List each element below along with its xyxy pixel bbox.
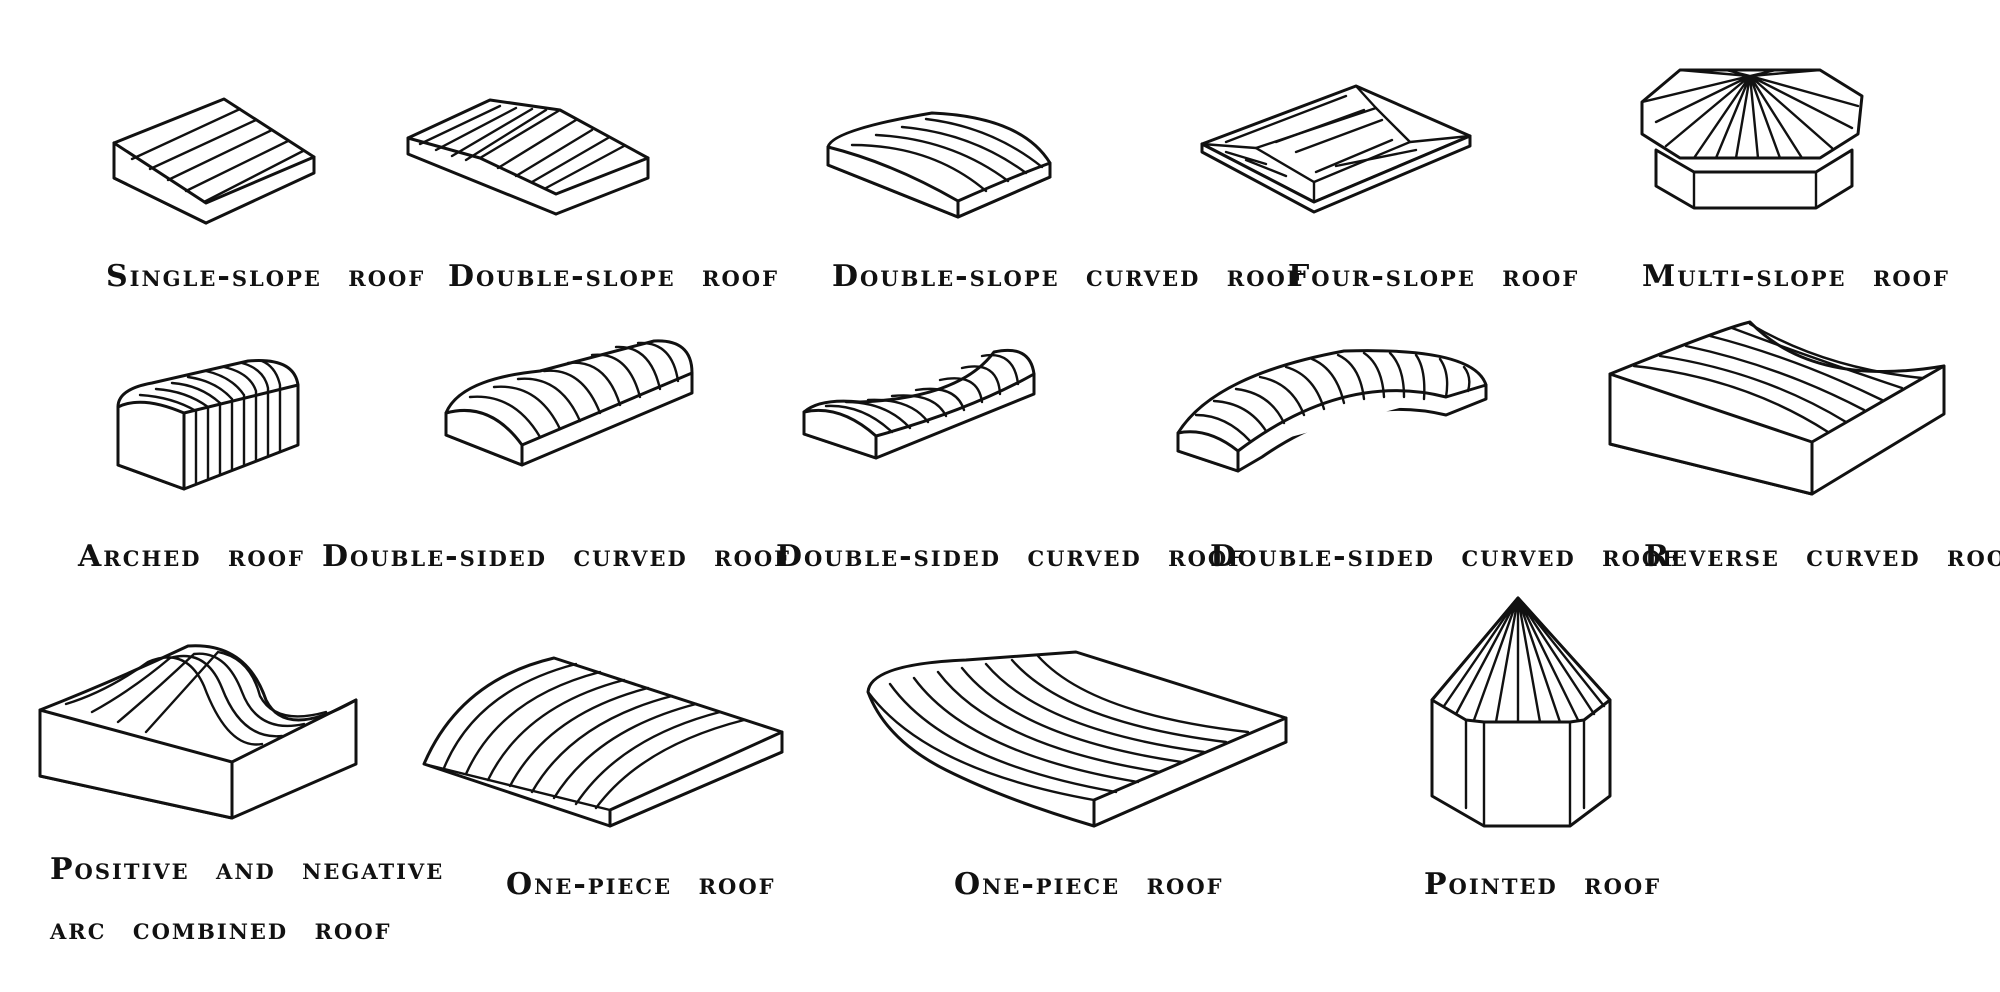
roof-label: Double-slope curved roof	[832, 259, 1304, 294]
four-slope-roof-icon	[1200, 84, 1472, 214]
roof-label: Double-sided curved roof	[776, 539, 1246, 574]
roof-label: One-piece roof	[506, 867, 776, 902]
pointed-roof-icon	[1430, 596, 1612, 828]
roof-label: Double-sided curved roof	[322, 539, 792, 574]
roof-label: Reverse curved roof	[1644, 539, 2000, 574]
double-sided-curved-roof-concave-icon	[802, 348, 1036, 460]
roof-label: Four-slope roof	[1288, 259, 1580, 294]
roof-label: Single-slope roof	[106, 259, 426, 294]
roof-label: One-piece roof	[954, 867, 1224, 902]
roof-label: Double-sided curved roof	[1210, 539, 1680, 574]
roof-label: arc combined roof	[50, 912, 392, 947]
double-slope-curved-roof-icon	[826, 111, 1052, 219]
single-slope-roof-icon	[112, 97, 316, 225]
roof-label: Multi-slope roof	[1642, 259, 1950, 294]
double-sided-curved-roof-arc-icon	[1176, 349, 1488, 473]
multi-slope-roof-icon	[1640, 68, 1864, 210]
roof-label: Positive and negative	[50, 852, 445, 887]
double-sided-curved-roof-icon	[444, 339, 694, 467]
roof-label: Double-slope roof	[448, 259, 780, 294]
reverse-curved-roof-icon	[1608, 320, 1946, 496]
roof-label: Pointed roof	[1424, 867, 1662, 902]
arched-roof-icon	[116, 359, 300, 491]
double-slope-roof-icon	[406, 98, 650, 216]
one-piece-roof-sweep-icon	[866, 650, 1288, 828]
roof-label: Arched roof	[78, 539, 305, 574]
one-piece-roof-icon	[422, 656, 784, 828]
wave-roof-icon	[38, 644, 358, 820]
